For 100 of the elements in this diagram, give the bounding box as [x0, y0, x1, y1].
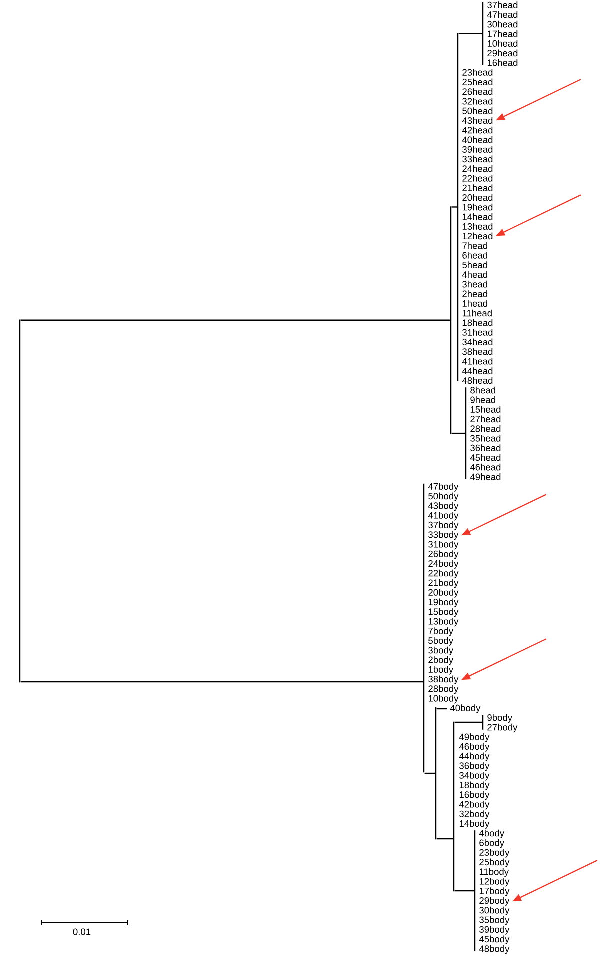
leaf-label: 5head [462, 262, 488, 268]
branch-line [458, 33, 482, 34]
leaf-label: 44body [459, 752, 490, 762]
leaf-label: 48body [479, 945, 510, 954]
leaf-label: 16head [488, 59, 518, 66]
leaf-label: 20body [428, 589, 459, 598]
leaf-label: 2body [428, 656, 454, 666]
leaf-label: 22body [428, 570, 459, 578]
leaf-label: 42head [462, 126, 493, 134]
branch-line [452, 432, 466, 434]
leaf-label: 16body [460, 791, 490, 800]
leaf-label: 26body [428, 550, 459, 560]
leaf-label: 6body [480, 839, 505, 848]
leaf-label: 20head [462, 194, 493, 202]
leaf-label: 42body [459, 800, 490, 810]
leaf-label: 38head [462, 348, 493, 356]
leaf-label: 39head [462, 146, 493, 153]
leaf-label: 10head [488, 40, 518, 48]
leaf-label: 26head [462, 88, 493, 96]
leaf-label: 12body [480, 878, 510, 887]
leaf-label: 21body [428, 579, 459, 588]
leaf-label: 19body [428, 598, 459, 608]
leaf-label: 43head [462, 117, 493, 124]
leaf-label: 39body [480, 926, 510, 935]
leaf-label: 36body [460, 762, 490, 772]
leaf-label: 14head [462, 214, 493, 220]
leaf-label: 45head [470, 454, 501, 462]
leaf-label: 32body [460, 810, 490, 820]
leaf-label: 28body [428, 685, 459, 694]
branch-line [450, 206, 452, 434]
leaf-label: 24body [428, 560, 459, 569]
leaf-label: 14body [460, 820, 490, 829]
leaf-label: 18head [462, 319, 493, 326]
leaf-label: 31body [428, 540, 459, 550]
leaf-label: 36head [470, 444, 501, 452]
leaf-label: 19head [462, 204, 493, 211]
branch-line [424, 772, 436, 774]
leaf-label: 49body [459, 734, 490, 742]
leaf-label: 41head [462, 358, 493, 365]
branch-line [454, 890, 474, 892]
leaf-label: 9body [488, 714, 513, 723]
leaf-label: 28head [470, 425, 501, 432]
branch-line [454, 722, 482, 724]
leaf-label: 17head [488, 30, 518, 38]
branch-line [482, 715, 484, 730]
branch-line [482, 2, 484, 66]
leaf-label: 35head [470, 435, 501, 442]
leaf-label: 23head [462, 69, 493, 76]
leaf-label: 21head [462, 184, 493, 192]
leaf-label: 31head [462, 329, 493, 336]
branch-line [474, 830, 476, 952]
leaf-label: 5body [428, 637, 454, 646]
leaf-label: 9head [470, 396, 496, 404]
leaf-label: 33body [428, 531, 459, 540]
leaf-label: 30head [488, 20, 518, 28]
leaf-label: 17body [480, 888, 510, 896]
leaf-label: 6head [462, 252, 488, 259]
leaf-label: 24head [462, 165, 493, 172]
leaf-label: 47head [487, 11, 518, 18]
leaf-label: 40body [450, 704, 481, 714]
leaf-label: 3body [428, 646, 454, 656]
leaf-label: 50head [462, 108, 493, 114]
branch-line [436, 708, 448, 710]
leaf-label: 12head [462, 232, 493, 240]
leaf-label: 33head [462, 156, 493, 163]
leaf-label: 47body [428, 483, 459, 492]
leaf-label: 11head [462, 310, 492, 317]
leaf-label: 4body [479, 830, 505, 839]
leaf-label: 32head [462, 98, 493, 105]
branch-line [457, 33, 459, 382]
leaf-label: 10body [428, 695, 459, 704]
leaf-label: 4head [462, 271, 488, 278]
leaf-label: 44head [462, 368, 493, 374]
leaf-label: 15head [470, 406, 501, 413]
leaf-label: 22head [462, 175, 493, 182]
leaf-label: 40head [462, 136, 493, 144]
leaf-label: 2head [462, 290, 488, 298]
leaf-label: 50body [428, 492, 459, 502]
branch-line [465, 388, 467, 480]
leaf-label: 37body [428, 522, 459, 530]
leaf-label: 34head [462, 338, 493, 346]
leaf-label: 3head [462, 280, 488, 288]
leaf-label: 48head [462, 377, 493, 384]
leaf-label: 8head [470, 386, 496, 394]
leaf-label: 34body [460, 772, 490, 781]
branch-line [436, 838, 454, 840]
leaf-label: 1body [428, 666, 454, 675]
leaf-label: 46head [470, 464, 501, 471]
leaf-label: 29head [488, 50, 518, 57]
leaf-label: 41body [428, 512, 459, 521]
branch-line [452, 206, 458, 208]
branch-line [19, 320, 21, 683]
leaf-label: 15body [428, 608, 459, 618]
scale-label: 0.01 [73, 928, 91, 936]
leaf-label: 49head [470, 474, 501, 480]
leaf-label: 45body [479, 936, 510, 944]
leaf-label: 18body [460, 782, 490, 790]
leaf-label: 29body [480, 897, 510, 906]
leaf-label: 27body [488, 724, 518, 733]
leaf-label: 23body [480, 849, 510, 858]
